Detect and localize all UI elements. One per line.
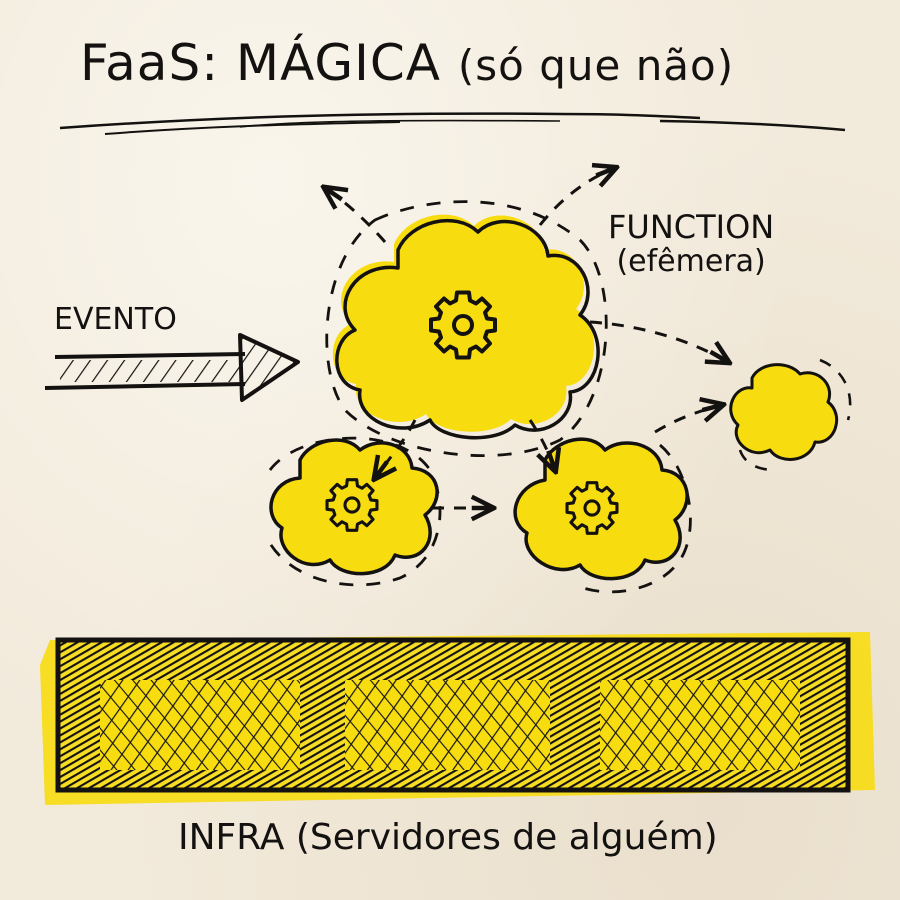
function-cloud-right [729, 358, 852, 472]
server-slot [100, 680, 300, 770]
function-label-line2: (efêmera) [616, 244, 766, 280]
function-cloud-bottom-left [266, 436, 442, 587]
dashed-arrow-icon [589, 320, 728, 362]
infra-label: INFRA (Servidores de alguém) [178, 817, 718, 858]
main-function-cloud [325, 200, 608, 457]
infra-block [40, 632, 875, 805]
dashed-arrow-icon [538, 168, 615, 226]
page-title: FaaS: MÁGICA (só que não) [80, 34, 734, 92]
function-label: FUNCTION (efêmera) [608, 208, 775, 280]
dashed-arrow-icon [654, 405, 722, 434]
dashed-arrow-icon [528, 419, 555, 470]
dashed-arrow-icon [375, 419, 417, 478]
flow-arrows [325, 168, 728, 508]
function-cloud-bottom-middle [513, 437, 692, 594]
server-slot [345, 680, 550, 770]
title-main: FaaS: MÁGICA [80, 34, 441, 92]
title-aside: (só que não) [457, 41, 735, 90]
event-label: EVENTO [54, 302, 177, 337]
event-arrow-icon [44, 333, 300, 402]
function-label-line1: FUNCTION [608, 208, 775, 246]
title-underline [59, 112, 846, 135]
dashed-arrow-icon [325, 188, 387, 243]
server-slot [600, 680, 800, 770]
